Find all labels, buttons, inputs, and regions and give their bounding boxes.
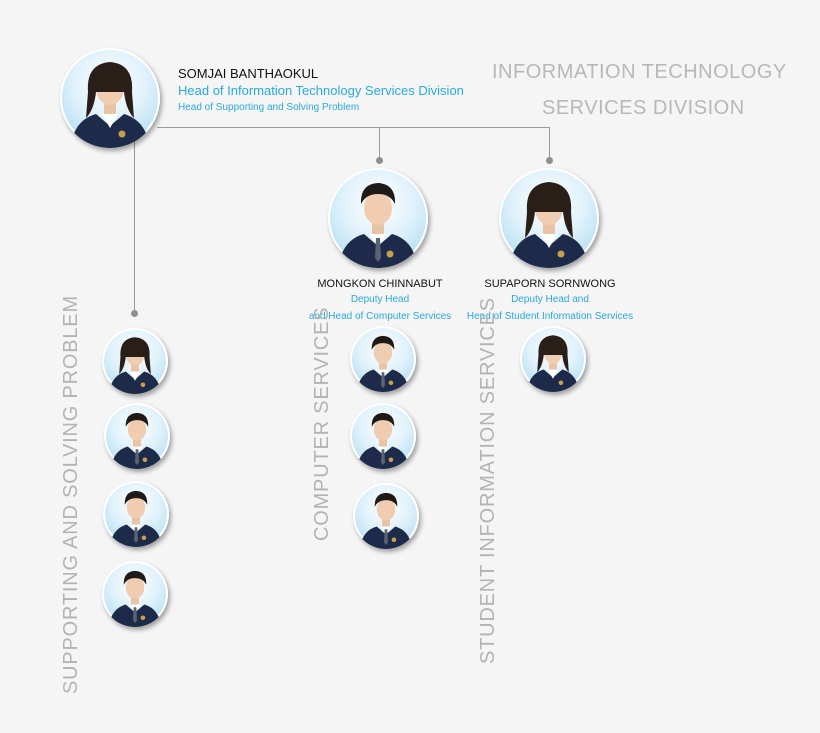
head-name: SOMJAI BANTHAOKUL — [178, 66, 319, 81]
deputy-name: MONGKON CHINNABUT — [317, 278, 443, 290]
section-label-computer-services: COMPUTER SERVICES — [311, 306, 333, 541]
head-role-secondary: Head of Supporting and Solving Problem — [178, 102, 360, 113]
section-label-student-info: STUDENT INFORMATION SERVICES — [477, 297, 499, 664]
staff-portrait — [103, 481, 169, 547]
staff-portrait — [104, 403, 170, 469]
deputy-role: Deputy Head and — [511, 294, 589, 305]
division-title-line2: SERVICES DIVISION — [542, 97, 745, 119]
connector-right-vertical — [549, 127, 550, 161]
deputy-role: Head of Student Information Services — [466, 311, 634, 322]
section-label-supporting: SUPPORTING AND SOLVING PROBLEM — [60, 295, 82, 694]
staff-portrait — [520, 326, 586, 392]
deputy-portrait — [499, 168, 599, 268]
connector-dot-mid — [376, 157, 383, 164]
staff-portrait — [102, 561, 168, 627]
deputy-role: and Head of Computer Services — [308, 311, 452, 322]
staff-portrait — [102, 328, 168, 394]
head-role-primary: Head of Information Technology Services … — [178, 83, 464, 98]
staff-portrait — [353, 483, 419, 549]
division-title-line1: INFORMATION TECHNOLOGY — [492, 61, 787, 83]
staff-portrait — [350, 326, 416, 392]
connector-mid-vertical — [379, 127, 380, 161]
connector-dot-right — [546, 157, 553, 164]
deputy-role: Deputy Head — [350, 294, 410, 305]
head-portrait — [60, 48, 160, 148]
deputy-name: SUPAPORN SORNWONG — [484, 278, 616, 290]
deputy-portrait — [328, 168, 428, 268]
connector-head-horizontal — [157, 127, 550, 128]
connector-left-vertical — [134, 128, 135, 311]
connector-dot-left — [131, 310, 138, 317]
staff-portrait — [350, 403, 416, 469]
